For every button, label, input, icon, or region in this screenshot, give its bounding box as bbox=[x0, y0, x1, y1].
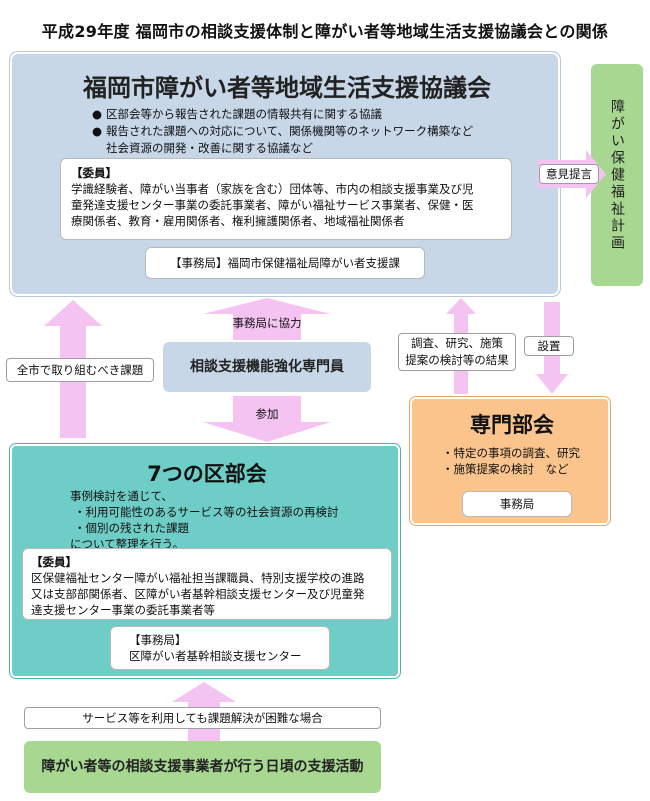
cooperate-up-arrow-icon bbox=[203, 298, 331, 340]
page-title: 平成29年度 福岡市の相談支援体制と障がい者等地域生活支援協議会との関係 bbox=[41, 22, 609, 41]
participate-down-arrow-icon bbox=[203, 396, 331, 442]
district-office-box: 【事務局】 区障がい者基幹相談支援センター bbox=[110, 626, 330, 670]
district-members-box: 【委員】 区保健福祉センター障がい福祉担当課職員、特別支援学校の進路 又は支部部… bbox=[22, 548, 392, 620]
bullet-icon: ● bbox=[92, 107, 103, 121]
council-bullet: 報告された課題への対応について、関係機関等のネットワーク構築など bbox=[106, 124, 474, 138]
district-title: 7つの区部会 bbox=[147, 462, 267, 486]
results-label-line: 提案の検討等の結果 bbox=[405, 353, 509, 367]
council-members-line: 療関係者、教育・雇用関係者、権利擁護関係者、地域福祉関係者 bbox=[71, 214, 405, 228]
district-text-line: ・利用可能性のあるサービス等の社会資源の再検討 bbox=[74, 505, 339, 519]
results-label-line: 調査、研究、施策 bbox=[411, 336, 503, 350]
special-office-box: 事務局 bbox=[462, 491, 572, 517]
expert-person-box: 相談支援機能強化専門員 bbox=[163, 342, 371, 392]
results-label: 調査、研究、施策 提案の検討等の結果 bbox=[398, 333, 516, 371]
council-box: 福岡市障がい者等地域生活支援協議会 ●区部会等から報告された課題の情報共有に関す… bbox=[9, 51, 561, 297]
bullet-icon: ● bbox=[92, 124, 103, 138]
council-members-line: 童発達支援センター事業の委託事業者、障がい福祉サービス事業者、保健・医 bbox=[71, 198, 474, 212]
council-members-heading: 【委員】 bbox=[71, 166, 117, 180]
district-text-line: 事例検討を通じて、 bbox=[70, 489, 173, 503]
district-members-line: 又は支部部関係者、区障がい者基幹相談支援センター及び児童発 bbox=[31, 587, 365, 601]
establish-label: 設置 bbox=[524, 336, 574, 356]
special-item: ・施策提案の検討 など bbox=[442, 462, 569, 476]
special-item: ・特定の事項の調査、研究 bbox=[442, 446, 580, 460]
council-title: 福岡市障がい者等地域生活支援協議会 bbox=[83, 74, 491, 102]
district-office-text: 区障がい者基幹相談支援センター bbox=[129, 649, 302, 663]
district-text-line: について整理を行う。 bbox=[70, 537, 184, 551]
district-text-line: ・個別の残された課題 bbox=[74, 521, 189, 535]
district-text: 事例検討を通じて、 ・利用可能性のあるサービス等の社会資源の再検討 ・個別の残さ… bbox=[70, 488, 339, 552]
special-items: ・特定の事項の調査、研究 ・施策提案の検討 など bbox=[442, 445, 580, 477]
plan-label: 障がい保健福祉計画 bbox=[609, 98, 625, 252]
council-members-box: 【委員】 学識経験者、障がい当事者（家族を含む）団体等、市内の相談支援事業及び児… bbox=[60, 158, 512, 240]
district-members-heading: 【委員】 bbox=[31, 555, 77, 569]
district-committee-box: 7つの区部会 事例検討を通じて、 ・利用可能性のあるサービス等の社会資源の再検討… bbox=[9, 443, 401, 679]
council-bullets: ●区部会等から報告された課題の情報共有に関する協議 ●報告された課題への対応につ… bbox=[92, 106, 532, 157]
opinion-label: 意見提言 bbox=[539, 164, 599, 184]
participate-label: 参加 bbox=[255, 407, 279, 421]
council-members-line: 学識経験者、障がい当事者（家族を含む）団体等、市内の相談支援事業及び児 bbox=[71, 182, 474, 196]
service-case-label: サービス等を利用しても課題解決が困難な場合 bbox=[24, 707, 381, 729]
special-title: 専門部会 bbox=[470, 413, 554, 437]
district-members-line: 区保健福祉センター障がい福祉担当課職員、特別支援学校の進路 bbox=[31, 571, 365, 585]
daily-activity-box: 障がい者等の相談支援事業者が行う日頃の支援活動 bbox=[24, 741, 381, 793]
council-office-box: 【事務局】福岡市保健福祉局障がい者支援課 bbox=[145, 247, 425, 279]
citywide-label: 全市で取り組むべき課題 bbox=[6, 358, 154, 382]
district-office-heading: 【事務局】 bbox=[129, 633, 187, 647]
cooperate-label: 事務局に協力 bbox=[232, 316, 302, 330]
council-bullet: 区部会等から報告された課題の情報共有に関する協議 bbox=[106, 107, 382, 121]
council-bullet: 社会資源の開発・改善に関する協議など bbox=[106, 141, 313, 155]
district-members-line: 達支援センター事業の委託事業者等 bbox=[31, 603, 215, 617]
special-committee-box: 専門部会 ・特定の事項の調査、研究 ・施策提案の検討 など 事務局 bbox=[409, 396, 611, 526]
